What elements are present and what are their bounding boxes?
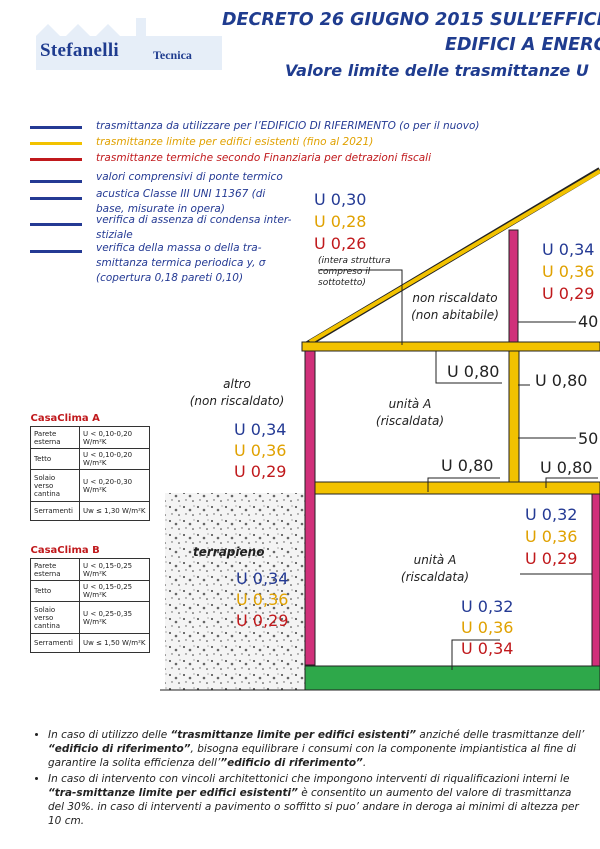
lower-wall-u-orange: U 0,36 bbox=[525, 527, 578, 546]
pointer-roof bbox=[318, 269, 403, 345]
casaclima-b-title: CasaClima B bbox=[30, 545, 100, 556]
pointer-ground bbox=[451, 639, 500, 670]
upper-wall-u-blue: U 0,34 bbox=[542, 240, 595, 259]
note-item: In caso di intervento con vincoli archit… bbox=[48, 772, 585, 828]
attic-label: non riscaldato (non abitabile) bbox=[411, 291, 499, 322]
right-wall-lower bbox=[591, 493, 600, 667]
roof-yellow bbox=[308, 169, 600, 344]
other-u-red: U 0,29 bbox=[234, 462, 287, 481]
table-row: Solaio verso cantina U < 0,25-0,35 W/m²K bbox=[30, 601, 150, 634]
roof-note: (intera struttura compreso il sottotetto… bbox=[318, 256, 391, 288]
bottom-notes: In caso di utilizzo delle “trasmittanze … bbox=[30, 728, 585, 830]
page-subtitle: Valore limite delle trasmittanze U bbox=[285, 61, 589, 80]
terrapieno-label: terrapieno bbox=[193, 545, 265, 559]
legend-line-orange bbox=[30, 142, 82, 145]
upper-wall-u-red: U 0,29 bbox=[542, 284, 595, 303]
note-text-2: acustica Classe III UNI 11367 (di base, … bbox=[96, 188, 266, 215]
legend-text-red: trasmittanze termiche secondo Finanziari… bbox=[96, 152, 431, 164]
note-text-1: valori comprensivi di ponte termico bbox=[96, 171, 283, 183]
logo-text: Stefanelli bbox=[40, 40, 119, 61]
attic-slab bbox=[301, 341, 600, 352]
table-row: Tetto U < 0,15-0,25 W/m²K bbox=[30, 580, 150, 602]
pointer-right-floor bbox=[545, 477, 598, 488]
casaclima-b-table: CasaClima B Parete esterna U < 0,15-0,25… bbox=[30, 545, 150, 653]
note-line-4 bbox=[30, 250, 82, 253]
terrapieno-u-red: U 0,29 bbox=[236, 611, 289, 630]
logo-graphic bbox=[36, 18, 222, 70]
roof-u-blue: U 0,30 bbox=[314, 190, 367, 209]
casaclima-a-title: CasaClima A bbox=[30, 413, 100, 424]
other-label: altro (non riscaldato) bbox=[189, 377, 285, 408]
note-line-3 bbox=[30, 223, 82, 226]
middle-wall-cut-value: 50 bbox=[578, 429, 599, 448]
ground-u-blue: U 0,32 bbox=[461, 597, 514, 616]
other-u-blue: U 0,34 bbox=[234, 420, 287, 439]
legend-text-orange: trasmittanze limite per edifici esistent… bbox=[96, 136, 374, 148]
upper-unit-floor-u: U 0,80 bbox=[441, 456, 494, 475]
upper-wall-u-orange: U 0,36 bbox=[542, 262, 595, 281]
note-item: In caso di utilizzo delle “trasmittanze … bbox=[48, 728, 585, 770]
roof-u-red: U 0,26 bbox=[314, 234, 367, 253]
upper-right-wall bbox=[508, 229, 519, 343]
ground-u-orange: U 0,36 bbox=[461, 618, 514, 637]
terrapieno-u-orange: U 0,36 bbox=[236, 590, 289, 609]
table-row: Tetto U < 0,10-0,20 W/m²K bbox=[30, 448, 150, 470]
left-wall bbox=[304, 350, 316, 666]
casaclima-a-table: CasaClima A Parete esterna U < 0,10-0,20… bbox=[30, 413, 150, 521]
lower-wall-u-red: U 0,29 bbox=[525, 549, 578, 568]
upper-unit-label: unità A (riscaldata) bbox=[375, 397, 445, 428]
terrapieno-fill bbox=[165, 493, 305, 690]
table-row: Serramenti Uw ≤ 1,50 W/m²K bbox=[30, 633, 150, 653]
attic-floor-u-left: U 0,80 bbox=[447, 362, 500, 381]
legend-line-blue bbox=[30, 126, 82, 129]
attic-floor-u-right: U 0,80 bbox=[535, 371, 588, 390]
other-u-orange: U 0,36 bbox=[234, 441, 287, 460]
upper-unit-floor-u-right: U 0,80 bbox=[540, 458, 593, 477]
legend-line-red bbox=[30, 158, 82, 161]
table-row: Serramenti Uw ≤ 1,30 W/m²K bbox=[30, 501, 150, 521]
legend-text-blue: trasmittanza da utilizzare per l’EDIFICI… bbox=[96, 120, 480, 132]
table-row: Parete esterna U < 0,10-0,20 W/m²K bbox=[30, 426, 150, 449]
lower-unit-label: unità A (riscaldata) bbox=[400, 553, 470, 584]
page-title-line2: EDIFICI A ENERG bbox=[445, 35, 600, 55]
pointer-unit-floor bbox=[427, 477, 500, 492]
table-row: Parete esterna U < 0,15-0,25 W/m²K bbox=[30, 558, 150, 581]
page-title-line1: DECRETO 26 GIUGNO 2015 SULL’EFFICI bbox=[222, 10, 600, 30]
floor-slab bbox=[314, 481, 600, 495]
terrapieno-u-blue: U 0,34 bbox=[236, 569, 289, 588]
logo-subtext: Tecnica bbox=[153, 48, 192, 62]
note-text-4: verifica della massa o della tra- smitta… bbox=[96, 242, 266, 284]
note-text-3: verifica di assenza di condensa inter- s… bbox=[96, 214, 292, 241]
pointer-floor-left bbox=[435, 351, 502, 384]
table-row: Solaio verso cantina U < 0,20-0,30 W/m²K bbox=[30, 469, 150, 502]
roof-u-orange: U 0,28 bbox=[314, 212, 367, 231]
attic-cut-value: 40 bbox=[578, 312, 599, 331]
note-line-2 bbox=[30, 197, 82, 200]
lower-wall-u-blue: U 0,32 bbox=[525, 505, 578, 524]
ground-u-red: U 0,34 bbox=[461, 639, 514, 658]
middle-wall bbox=[508, 350, 520, 490]
note-line-1 bbox=[30, 180, 82, 183]
